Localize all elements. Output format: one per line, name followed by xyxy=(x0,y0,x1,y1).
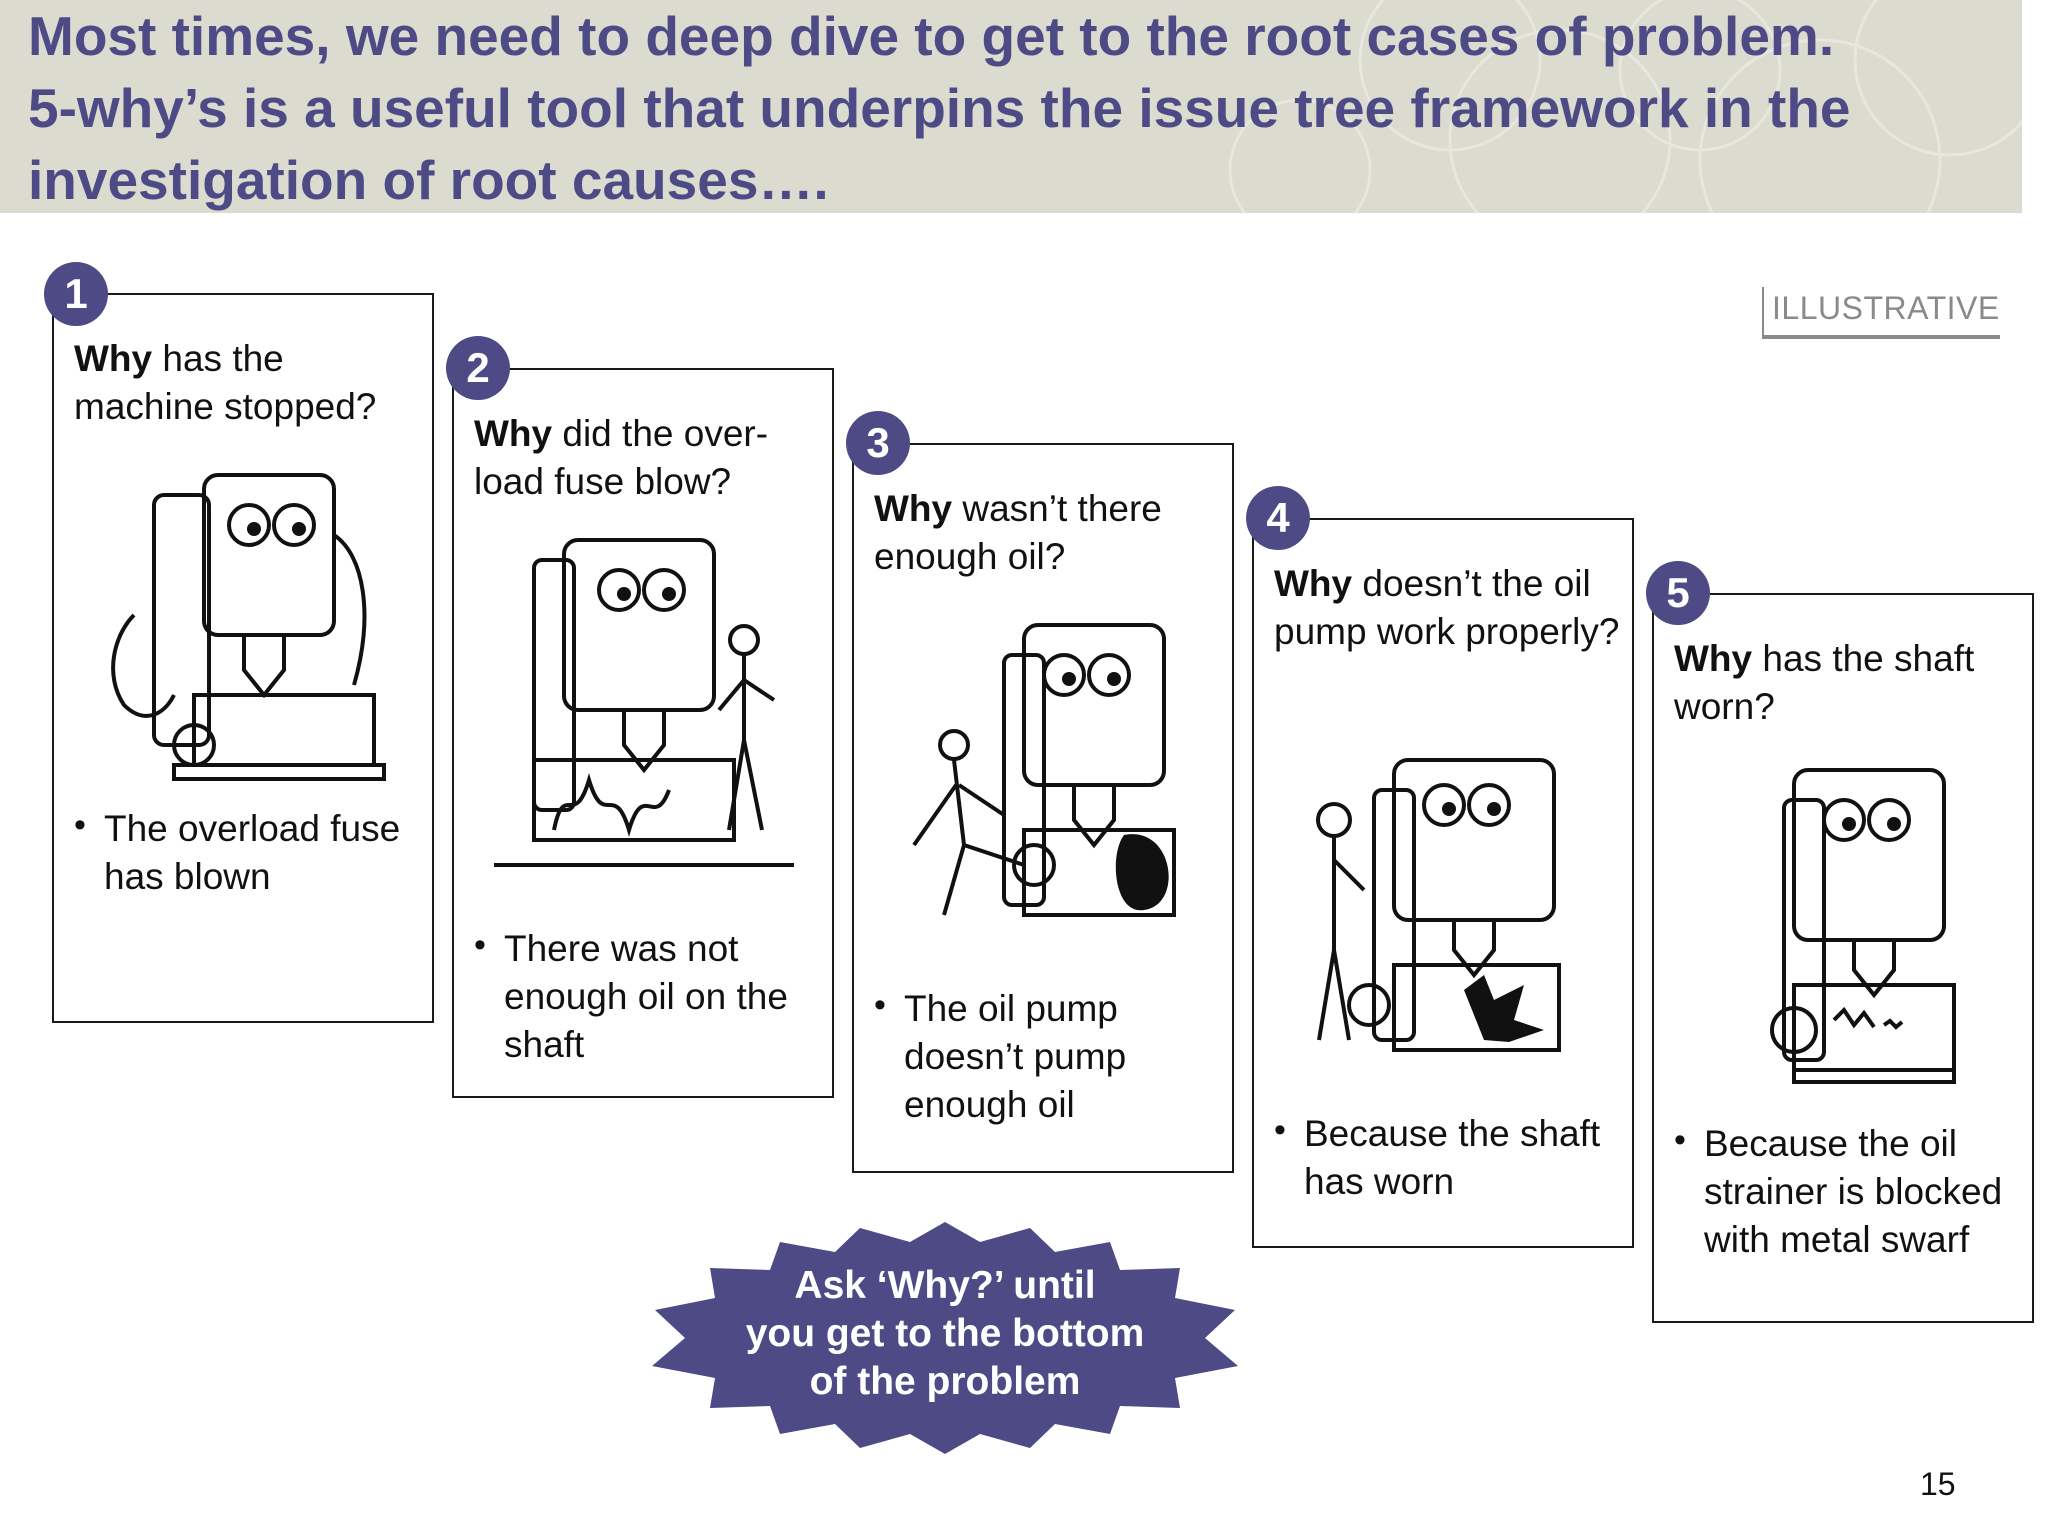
machine-illustration xyxy=(912,623,1176,917)
header-line-2: 5-why’s is a useful tool that underpins … xyxy=(28,77,1851,139)
step-card-1: Why has the machine stopped? The overloa… xyxy=(52,293,434,1023)
starburst-shape xyxy=(652,1222,1238,1454)
header-text: Most times, we need to deep dive to get … xyxy=(28,0,1851,213)
step-answer: Because the oil strainer is blocked with… xyxy=(1674,1116,2024,1264)
step-question: Why doesn’t the oil pump work properly? xyxy=(1274,560,1624,656)
step-answer: The oil pump doesn’t pump enough oil xyxy=(874,981,1224,1129)
why-word: Why xyxy=(474,413,553,454)
step-answer: Because the shaft has worn xyxy=(1274,1106,1624,1206)
machine-illustration xyxy=(111,473,386,781)
callout-line-3: of the problem xyxy=(809,1360,1081,1403)
callout-line-1: Ask ‘Why?’ until xyxy=(794,1264,1096,1307)
question-text: doesn’t the oil pump work properly? xyxy=(1274,563,1620,652)
step-answer: There was not enough oil on the shaft xyxy=(474,921,824,1069)
why-word: Why xyxy=(874,488,953,529)
step-number-4: 4 xyxy=(1246,486,1310,550)
why-word: Why xyxy=(1274,563,1353,604)
step-number-5: 5 xyxy=(1646,561,1710,625)
step-number-3: 3 xyxy=(846,411,910,475)
header-line-1: Most times, we need to deep dive to get … xyxy=(28,5,1835,67)
banner-pattern xyxy=(1228,0,2022,213)
illustrative-badge: ILLUSTRATIVE xyxy=(1762,287,2000,339)
question-text: wasn’t there enough oil? xyxy=(874,488,1162,577)
step-question: Why has the machine stopped? xyxy=(74,335,424,431)
machine-illustration xyxy=(494,538,794,867)
step-answer: The overload fuse has blown xyxy=(74,801,424,901)
machine-illustration xyxy=(1770,768,1956,1084)
step-question: Why wasn’t there enough oil? xyxy=(874,485,1224,581)
machine-illustration xyxy=(1316,758,1561,1052)
why-word: Why xyxy=(74,338,153,379)
step-question: Why did the over-load fuse blow? xyxy=(474,410,824,506)
callout-text: Ask ‘Why?’ until you get to the bottom o… xyxy=(650,1262,1240,1406)
step-card-5: Why has the shaft worn? Because the oil … xyxy=(1652,593,2034,1323)
callout-line-2: you get to the bottom xyxy=(745,1312,1145,1355)
page-number: 15 xyxy=(1920,1466,1956,1502)
header-banner: Most times, we need to deep dive to get … xyxy=(0,0,2022,213)
step-number-1: 1 xyxy=(44,262,108,326)
step-card-2: Why did the over-load fuse blow? There w… xyxy=(452,368,834,1098)
question-text: has the machine stopped? xyxy=(74,338,377,427)
header-line-3: investigation of root causes…. xyxy=(28,149,829,211)
step-question: Why has the shaft worn? xyxy=(1674,635,2024,731)
step-card-3: Why wasn’t there enough oil? The oil pum… xyxy=(852,443,1234,1173)
step-number-2: 2 xyxy=(446,336,510,400)
why-word: Why xyxy=(1674,638,1753,679)
question-text: did the over-load fuse blow? xyxy=(474,413,769,502)
question-text: has the shaft worn? xyxy=(1674,638,1975,727)
step-card-4: Why doesn’t the oil pump work properly? … xyxy=(1252,518,1634,1248)
